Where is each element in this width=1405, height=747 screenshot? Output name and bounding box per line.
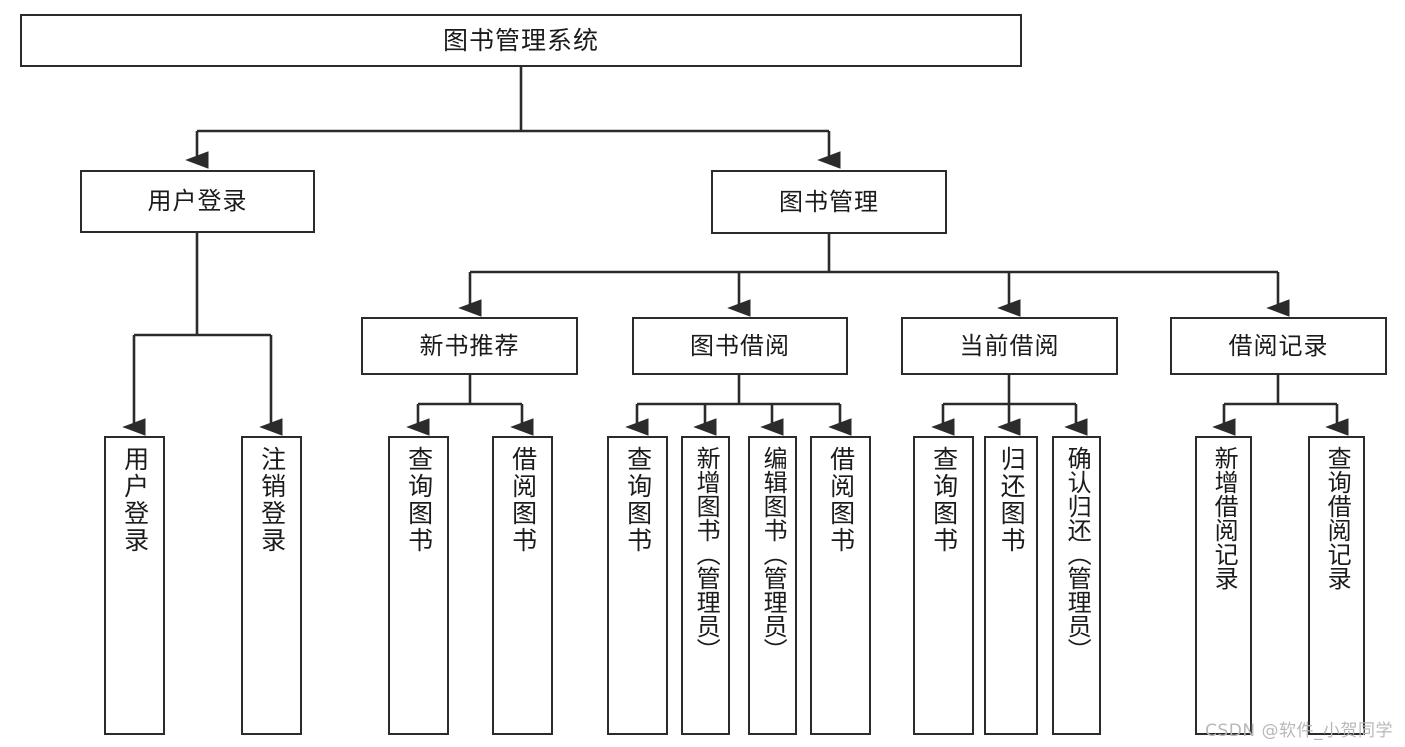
node-current-borrow[interactable]: 当前借阅 xyxy=(901,317,1118,375)
node-leaf-return-book-label: 归还图书 xyxy=(997,446,1027,554)
node-root-label: 图书管理系统 xyxy=(442,25,599,55)
node-book-borrow[interactable]: 图书借阅 xyxy=(632,317,848,375)
node-leaf-query-book-2[interactable]: 查询图书 xyxy=(607,436,668,735)
node-leaf-borrow-book-1[interactable]: 借阅图书 xyxy=(492,436,553,735)
node-leaf-query-record[interactable]: 查询借阅记录 xyxy=(1308,436,1365,735)
node-book-borrow-label: 图书借阅 xyxy=(690,331,790,360)
node-leaf-confirm-return-label: 确认归还（管理员） xyxy=(1063,446,1092,662)
node-user-login[interactable]: 用户登录 xyxy=(80,170,315,233)
node-leaf-user-logout[interactable]: 注销登录 xyxy=(241,436,302,735)
node-leaf-user-login-label: 用户登录 xyxy=(120,446,150,554)
node-leaf-add-book-label: 新增图书（管理员） xyxy=(692,446,721,662)
node-leaf-add-record[interactable]: 新增借阅记录 xyxy=(1195,436,1252,735)
node-leaf-user-logout-label: 注销登录 xyxy=(257,446,287,554)
node-leaf-borrow-book-1-label: 借阅图书 xyxy=(508,446,538,554)
node-new-book-recommend[interactable]: 新书推荐 xyxy=(361,317,578,375)
node-leaf-add-record-label: 新增借阅记录 xyxy=(1210,446,1239,590)
node-leaf-confirm-return[interactable]: 确认归还（管理员） xyxy=(1052,436,1101,735)
node-leaf-query-book-3-label: 查询图书 xyxy=(929,446,959,554)
node-borrow-record[interactable]: 借阅记录 xyxy=(1170,317,1387,375)
node-leaf-return-book[interactable]: 归还图书 xyxy=(984,436,1038,735)
node-user-login-label: 用户登录 xyxy=(147,187,248,216)
node-leaf-query-book-1-label: 查询图书 xyxy=(404,446,434,554)
node-leaf-query-book-2-label: 查询图书 xyxy=(623,446,653,554)
node-current-borrow-label: 当前借阅 xyxy=(959,331,1060,360)
node-leaf-add-book[interactable]: 新增图书（管理员） xyxy=(681,436,730,735)
node-book-manage[interactable]: 图书管理 xyxy=(711,170,947,234)
node-new-book-recommend-label: 新书推荐 xyxy=(419,331,520,360)
node-leaf-edit-book[interactable]: 编辑图书（管理员） xyxy=(748,436,797,735)
node-leaf-query-record-label: 查询借阅记录 xyxy=(1323,446,1352,590)
node-root[interactable]: 图书管理系统 xyxy=(20,14,1022,67)
node-leaf-edit-book-label: 编辑图书（管理员） xyxy=(759,446,788,662)
csdn-watermark: CSDN @软件_小贺同学 xyxy=(1205,721,1393,741)
node-leaf-borrow-book-2-label: 借阅图书 xyxy=(826,446,856,554)
node-book-manage-label: 图书管理 xyxy=(779,187,879,216)
node-borrow-record-label: 借阅记录 xyxy=(1228,331,1329,360)
node-leaf-user-login[interactable]: 用户登录 xyxy=(104,436,165,735)
node-leaf-query-book-1[interactable]: 查询图书 xyxy=(388,436,449,735)
node-leaf-borrow-book-2[interactable]: 借阅图书 xyxy=(810,436,871,735)
node-leaf-query-book-3[interactable]: 查询图书 xyxy=(913,436,974,735)
